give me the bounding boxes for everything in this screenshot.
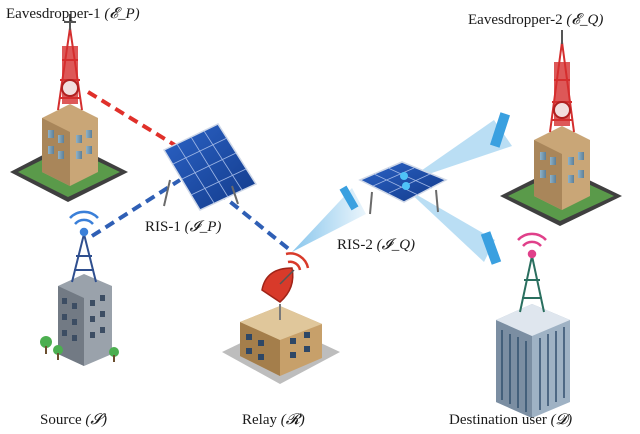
beam-relay-to-ris2 [292,188,366,252]
ris1-name: RIS-1 [145,219,181,235]
relay-name: Relay [242,412,277,428]
ris2-panel [358,161,448,215]
destination-building [496,232,570,418]
ris1-symbol: (𝓘_P) [184,219,222,235]
link-source-ris1 [90,178,182,238]
ris2-beams [292,112,512,265]
beam-ris2-to-dest [405,188,495,262]
ris1-label: RIS-1 (𝓘_P) [145,218,221,236]
ris2-label: RIS-2 (𝓘_Q) [337,236,415,254]
ris1-panel [162,123,258,211]
destination-tower [519,255,545,313]
destination-symbol: (𝓓) [550,412,573,428]
source-symbol: (𝓢) [85,412,108,428]
eavesdropper1-building [10,14,128,202]
relay-label: Relay (𝓡) [242,411,305,429]
eavesdropper1-label: Eavesdropper-1 (𝓔_P) [6,5,140,23]
link-ris1-relay [216,190,292,252]
beam-end-eve2 [489,112,511,148]
source-name: Source [40,412,82,428]
source-trees [40,336,119,362]
relay-dish-icon [261,267,294,303]
destination-antenna-icon [517,232,547,259]
eavesdropper2-label: Eavesdropper-2 (𝓔_Q) [468,11,603,29]
ris2-name: RIS-2 [337,237,373,253]
beam-ris2-to-eve2 [405,120,512,182]
source-tower [71,233,97,283]
relay-signal-icon [285,252,310,271]
beam-start-ris2 [339,185,359,211]
destination-label: Destination user (𝓓) [449,411,572,429]
eavesdropper1-name: Eavesdropper-1 [6,6,101,22]
source-label: Source (𝓢) [40,411,107,429]
relay-symbol: (𝓡) [280,412,305,428]
eavesdropper2-name: Eavesdropper-2 [468,12,563,28]
eavesdropper2-symbol: (𝓔_Q) [566,12,604,28]
source-antenna-icon [69,210,99,237]
source-building [40,210,119,366]
eavesdropper1-dish [61,79,79,97]
relay-building [222,252,340,384]
eavesdropper2-dish [553,101,571,119]
eavesdropper1-symbol: (𝓔_P) [104,6,140,22]
destination-name: Destination user [449,412,547,428]
ris2-symbol: (𝓘_Q) [376,237,416,253]
eavesdropper2-building [500,30,622,226]
beam-end-dest [480,231,502,265]
